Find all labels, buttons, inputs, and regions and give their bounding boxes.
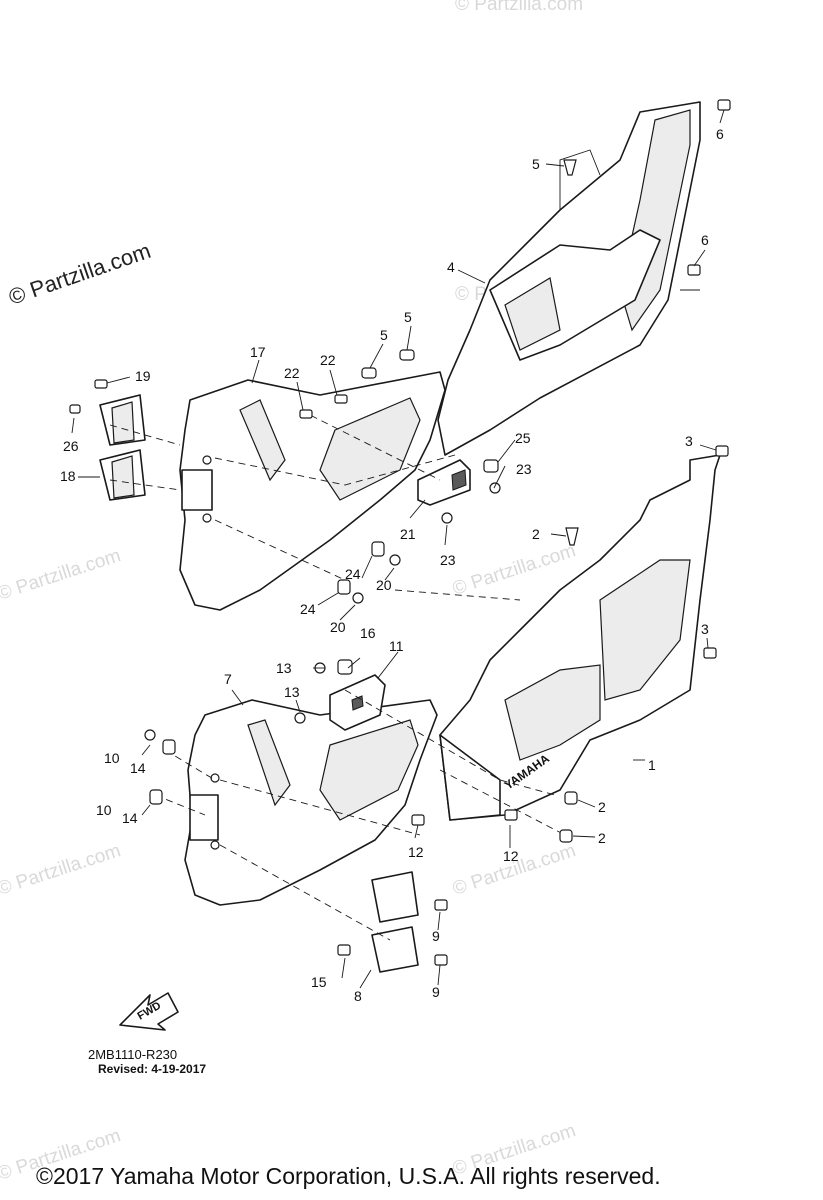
callout-9: 9 [432,984,440,1000]
diagram-reference-code: 2MB1110-R230 [88,1047,178,1062]
watermark-main: © Partzilla.com [5,238,153,310]
callout-10: 10 [104,750,120,766]
fwd-arrow-icon: FWD [119,992,179,1031]
copyright-notice: ©2017 Yamaha Motor Corporation, U.S.A. A… [36,1163,661,1189]
callout-8: 8 [354,988,362,1004]
part-18-upper-hinge [99,394,146,501]
callout-26: 26 [63,438,79,454]
callout-24: 24 [300,601,316,617]
part-8-lower-hinge [371,871,419,973]
callout-10: 10 [96,802,112,818]
callout-25: 25 [515,430,531,446]
callout-21: 21 [400,526,416,542]
callout-13: 13 [284,684,300,700]
callout-11: 11 [389,638,404,654]
callout-23: 23 [516,461,532,477]
callout-numbers: 1 2 2 2 3 3 4 5 5 5 6 6 7 8 9 9 10 10 11… [60,126,724,1004]
callout-23: 23 [440,552,456,568]
callout-16: 16 [360,625,376,641]
fasteners [69,99,731,966]
callout-6: 6 [716,126,724,142]
callout-15: 15 [311,974,327,990]
callout-24: 24 [345,566,361,582]
callout-9: 9 [432,928,440,944]
callout-14: 14 [122,810,138,826]
callout-5: 5 [404,309,412,325]
callout-14: 14 [130,760,146,776]
callout-5: 5 [532,156,540,172]
part-4-upper-rear-panel [437,101,701,456]
callout-18: 18 [60,468,76,484]
callout-3: 3 [701,621,709,637]
callout-2: 2 [598,830,606,846]
faint-watermarks: © Partzilla.com © Partzilla.com © Partzi… [0,0,583,1185]
callout-leaders [71,109,725,989]
part-21-latch [417,459,471,506]
callout-13: 13 [276,660,292,676]
callout-3: 3 [685,433,693,449]
watermark-faint: © Partzilla.com [0,840,123,900]
callout-7: 7 [224,671,232,687]
callout-17: 17 [250,344,266,360]
part-17-upper-door [179,371,446,611]
callout-20: 20 [330,619,346,635]
callout-19: 19 [135,368,151,384]
callout-5: 5 [380,327,388,343]
callout-4: 4 [447,259,455,275]
diagram-revised-date: Revised: 4-19-2017 [98,1062,207,1076]
watermark-faint: © Partzilla.com [455,0,583,15]
callout-6: 6 [701,232,709,248]
watermark-faint: © Partzilla.com [0,545,123,605]
callout-20: 20 [376,577,392,593]
callout-2: 2 [532,526,540,542]
assembly-lines [109,409,566,941]
part-11-latch-bracket [329,674,386,731]
callout-22: 22 [284,365,300,381]
part-7-lower-door [184,699,438,906]
callout-12: 12 [503,848,519,864]
callout-12: 12 [408,844,424,860]
callout-2: 2 [598,799,606,815]
callout-1: 1 [648,757,656,773]
callout-22: 22 [320,352,336,368]
part-1-lower-rear-panel: YAMAHA [439,454,721,821]
